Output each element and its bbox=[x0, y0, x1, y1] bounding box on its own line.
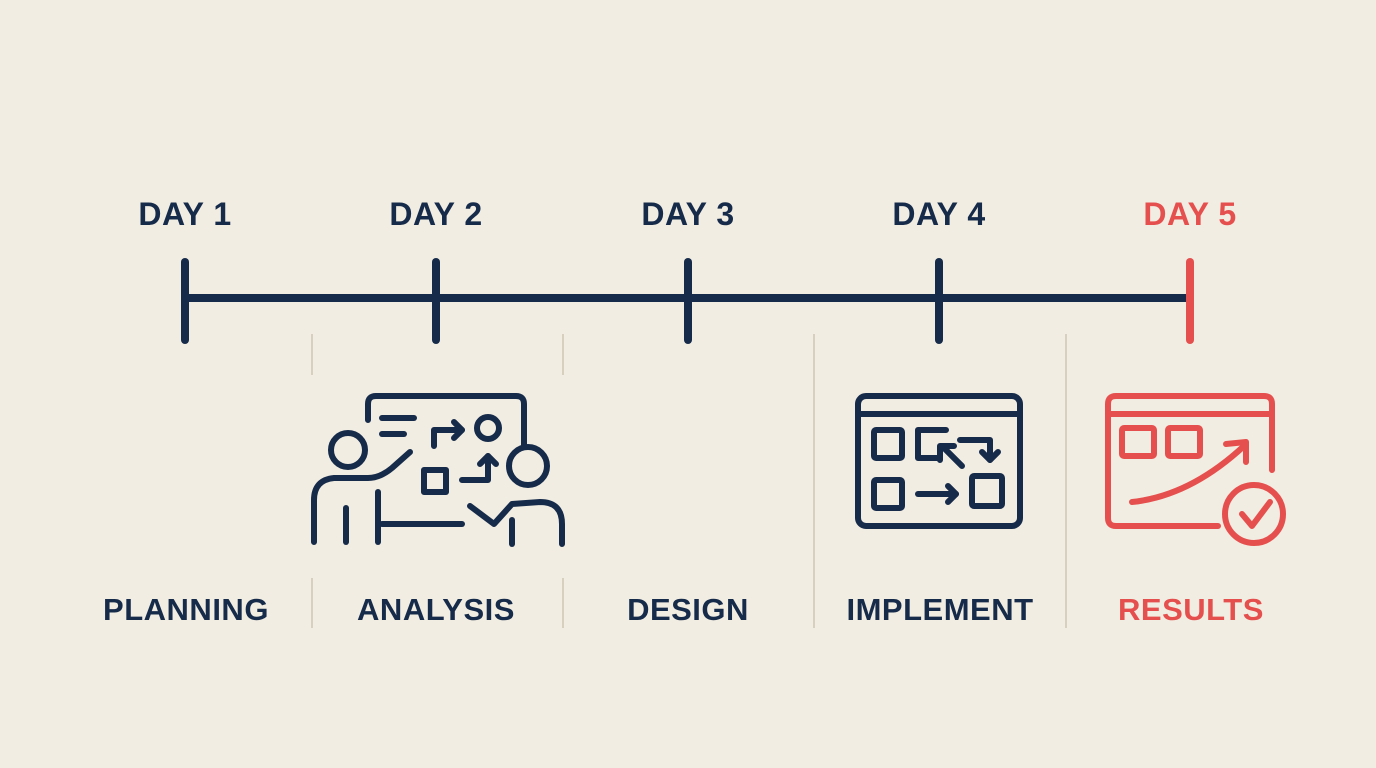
phase-label-design: DESIGN bbox=[627, 592, 749, 627]
phase-label-planning: PLANNING bbox=[103, 592, 269, 627]
phase-label-analysis: ANALYSIS bbox=[357, 592, 515, 627]
timeline-ticks bbox=[181, 258, 1194, 344]
day-label-2: DAY 2 bbox=[389, 196, 483, 232]
phase-label-results: RESULTS bbox=[1118, 592, 1264, 627]
day-label-3: DAY 3 bbox=[641, 196, 735, 232]
growth-chart-check-icon bbox=[1105, 393, 1286, 546]
phase-dividers bbox=[311, 334, 1067, 628]
team-whiteboard-icon bbox=[311, 393, 565, 547]
day-label-4: DAY 4 bbox=[892, 196, 986, 232]
day-label-5: DAY 5 bbox=[1143, 196, 1237, 232]
workflow-window-icon bbox=[855, 393, 1023, 529]
day-label-1: DAY 1 bbox=[138, 196, 232, 232]
phase-label-implement: IMPLEMENT bbox=[846, 592, 1034, 627]
